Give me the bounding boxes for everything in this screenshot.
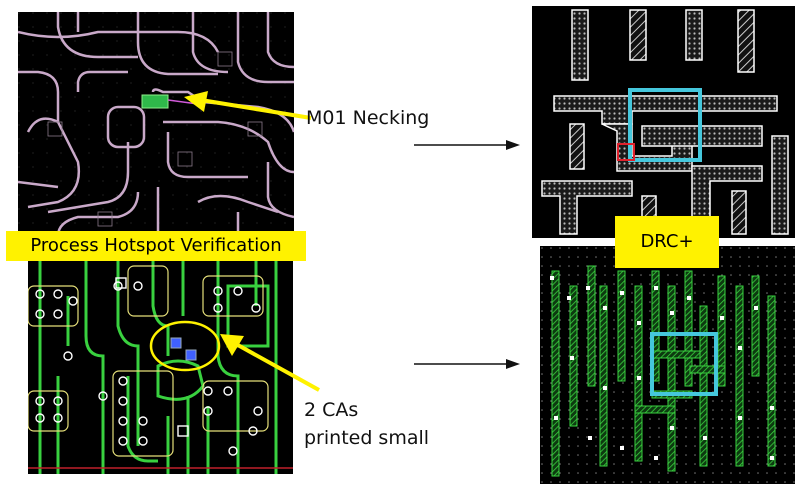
metal-layout-panel bbox=[18, 12, 294, 236]
drc-pattern-panel-top bbox=[532, 6, 795, 238]
metal-layout-image bbox=[18, 12, 294, 236]
cas-callout-line1: 2 CAs bbox=[304, 399, 359, 421]
drc-marker-cyan-top bbox=[628, 88, 702, 162]
drc-marker-red-top bbox=[617, 143, 635, 161]
necking-hotspot-marker bbox=[141, 94, 169, 109]
right-arrow-top bbox=[414, 140, 520, 150]
drc-pattern-panel-bottom bbox=[540, 246, 795, 484]
cas-callout-label: 2 CAs printed small bbox=[304, 396, 429, 452]
cas-callout-line2: printed small bbox=[304, 427, 430, 449]
right-arrow-bottom bbox=[414, 359, 520, 369]
poly-layout-panel bbox=[28, 246, 293, 474]
small-ca-marker-1 bbox=[170, 337, 182, 349]
drc-marker-cyan-bottom bbox=[650, 332, 718, 396]
cas-callout-arrow bbox=[220, 334, 320, 392]
drc-pattern-image-top bbox=[541, 9, 789, 235]
necking-callout-label: M01 Necking bbox=[306, 107, 430, 129]
necking-callout-arrow bbox=[184, 91, 312, 120]
small-ca-marker-2 bbox=[185, 349, 197, 361]
process-hotspot-verification-title: Process Hotspot Verification bbox=[6, 231, 306, 261]
drc-pattern-image-bottom bbox=[540, 246, 795, 484]
poly-layout-image bbox=[28, 246, 293, 474]
drc-plus-label: DRC+ bbox=[615, 216, 719, 268]
ca-hotspot-ellipse bbox=[149, 320, 221, 372]
